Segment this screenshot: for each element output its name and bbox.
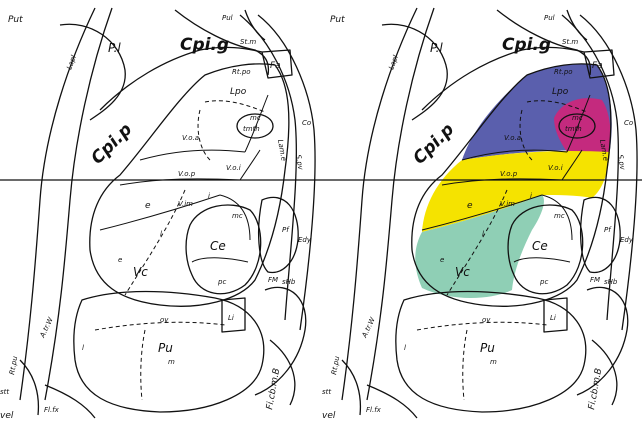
label-mc-lower: mc — [232, 212, 243, 220]
label-cpip: Cpi.p — [87, 120, 136, 169]
label-pc: pc — [217, 278, 226, 286]
label-vop: V.o.p — [500, 170, 518, 178]
label-atrw: A.tr.W — [38, 315, 55, 340]
label-e-lower: e — [118, 256, 122, 264]
label-i-small: i — [208, 192, 210, 200]
label-l-bottom: l — [82, 344, 84, 352]
label-mc-upper: mc — [572, 114, 583, 122]
label-pl: P.l — [108, 41, 121, 55]
label-stm: St.m — [240, 38, 256, 46]
left-labels: Put Pul P.l Cpi.g St.m Rt.po Fa Lpo mc t… — [0, 14, 312, 421]
label-li: Li — [228, 314, 234, 322]
label-voa: V.o.a — [504, 134, 521, 142]
label-tmth: tmth — [565, 125, 582, 133]
label-vim: V.im — [178, 200, 193, 208]
label-l: l — [482, 230, 484, 238]
label-mc-upper: mc — [250, 114, 261, 122]
label-fa: Fa — [592, 61, 603, 71]
label-lpl: Lapl — [387, 54, 400, 70]
label-rtpo: Rt.po — [554, 68, 573, 76]
label-l: l — [160, 230, 162, 238]
label-rtpo: Rt.po — [232, 68, 251, 76]
label-vel: vel — [322, 411, 336, 421]
label-pu: Pu — [480, 341, 495, 355]
label-edy: Edy — [298, 236, 312, 244]
label-stt: stt — [322, 388, 331, 396]
label-ov: ov — [482, 316, 491, 324]
label-ov: ov — [160, 316, 169, 324]
label-ficb: Fi.cb.m.B — [265, 368, 282, 411]
label-ficb: Fi.cb.m.B — [587, 368, 604, 411]
label-fm: FM — [268, 276, 278, 284]
label-e-upper: e — [145, 201, 151, 211]
label-lpo: Lpo — [552, 87, 569, 97]
label-cpig: Cpi.g — [502, 35, 551, 55]
label-rtpu: Rt.pu — [8, 355, 19, 375]
label-put: Put — [330, 15, 345, 25]
label-ce: Ce — [210, 239, 226, 253]
label-voi: V.o.i — [226, 164, 241, 172]
label-vim: V.im — [500, 200, 515, 208]
label-fifx: Fl.fx — [366, 406, 382, 414]
label-co: Co — [302, 119, 311, 127]
label-lpl: Lapl — [65, 54, 78, 70]
label-l-bottom: l — [404, 344, 406, 352]
label-vel: vel — [0, 411, 14, 421]
label-shb: sHb — [282, 278, 296, 286]
label-stt: stt — [0, 388, 9, 396]
label-li: Li — [550, 314, 556, 322]
label-voi: V.o.i — [548, 164, 563, 172]
label-fm: FM — [590, 276, 600, 284]
label-vop: V.o.p — [178, 170, 196, 178]
label-pf: Pf — [604, 226, 612, 234]
label-m: m — [490, 358, 497, 366]
label-mc-lower: mc — [554, 212, 565, 220]
label-lpo: Lpo — [230, 87, 247, 97]
label-ce: Ce — [532, 239, 548, 253]
label-cpig: Cpi.g — [180, 35, 229, 55]
label-voa: V.o.a — [182, 134, 199, 142]
label-edy: Edy — [620, 236, 634, 244]
label-pul: Pul — [544, 14, 555, 22]
label-vc: Vc — [133, 265, 148, 279]
label-cpip: Cpi.p — [409, 120, 458, 169]
label-lame: Lam.e — [276, 139, 288, 162]
label-e-lower: e — [440, 256, 444, 264]
label-i-small: i — [530, 192, 532, 200]
label-co: Co — [624, 119, 633, 127]
label-pul: Pul — [222, 14, 233, 22]
label-fifx: Fl.fx — [44, 406, 60, 414]
label-pl: P.l — [430, 41, 443, 55]
label-e-upper: e — [467, 201, 473, 211]
label-pu: Pu — [158, 341, 173, 355]
label-vc: Vc — [455, 265, 470, 279]
label-tmth: tmth — [243, 125, 260, 133]
label-stm: St.m — [562, 38, 578, 46]
label-fa: Fa — [270, 61, 281, 71]
label-pf: Pf — [282, 226, 290, 234]
label-pc: pc — [539, 278, 548, 286]
label-shb: sHb — [604, 278, 618, 286]
label-put: Put — [8, 15, 23, 25]
label-m: m — [168, 358, 175, 366]
label-atrw: A.tr.W — [360, 315, 377, 340]
label-rtpu: Rt.pu — [330, 355, 341, 375]
